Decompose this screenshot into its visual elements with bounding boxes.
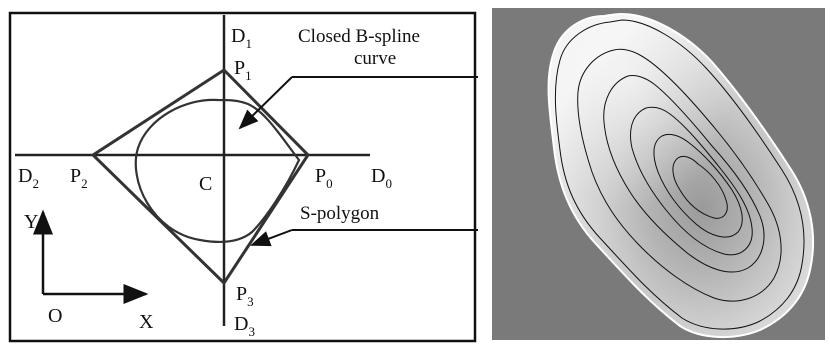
label-d0: D0 bbox=[371, 165, 392, 191]
curve-callout-arrow bbox=[238, 76, 293, 130]
contour-line-5 bbox=[653, 133, 743, 238]
contour-line-1 bbox=[554, 19, 805, 330]
label-d2: D2 bbox=[18, 165, 39, 191]
contour-line-2 bbox=[577, 48, 782, 302]
contour-line-4 bbox=[630, 106, 753, 256]
contour-line-6 bbox=[672, 155, 728, 219]
label-coord-y: Y bbox=[24, 211, 38, 233]
label-center-c: C bbox=[199, 173, 212, 195]
polygon-callout-arrow bbox=[250, 229, 293, 247]
callout-polygon-text: S-polygon bbox=[300, 203, 380, 224]
label-coord-origin: O bbox=[48, 305, 62, 327]
s-polygon bbox=[90, 68, 310, 286]
label-p0: P0 bbox=[315, 165, 333, 191]
label-p1: P1 bbox=[234, 57, 252, 83]
contour-line-3 bbox=[603, 75, 765, 273]
diagram-frame bbox=[8, 11, 477, 343]
label-d1: D1 bbox=[231, 25, 252, 51]
bspline-diagram: D1 P1 Closed B-spline curve D2 P2 C P0 D… bbox=[8, 11, 478, 343]
label-p3: P3 bbox=[236, 283, 254, 309]
bspline-diagram-svg: D1 P1 Closed B-spline curve D2 P2 C P0 D… bbox=[8, 11, 478, 343]
contour-image-svg bbox=[492, 8, 825, 340]
contour-image bbox=[492, 8, 825, 340]
closed-bspline-curve bbox=[134, 98, 301, 243]
label-p2: P2 bbox=[70, 165, 88, 191]
callout-curve-text-line2: curve bbox=[354, 48, 396, 69]
label-d3: D3 bbox=[234, 313, 255, 339]
specimen-highlight bbox=[548, 14, 814, 338]
label-coord-x: X bbox=[139, 311, 154, 333]
callout-curve-text-line1: Closed B-spline bbox=[298, 26, 420, 47]
